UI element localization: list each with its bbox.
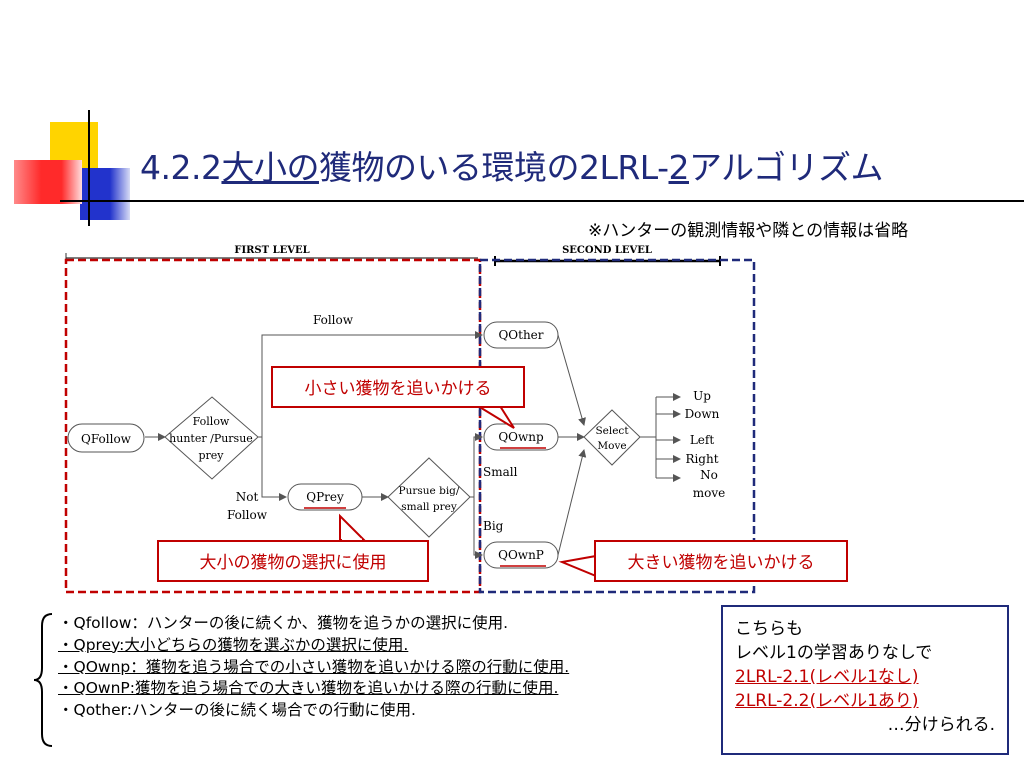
legend-brace	[33, 613, 53, 747]
callout-tail-selection	[339, 513, 367, 541]
select-move-node: Select Move	[583, 409, 641, 466]
edge-label-big: Big	[483, 519, 504, 533]
select-line1: Select	[595, 425, 629, 437]
qownp-label: QOwnp	[498, 430, 544, 444]
qprey-label: QPrey	[306, 490, 344, 504]
qprey-node: QPrey	[287, 483, 363, 511]
move-left: Left	[690, 433, 715, 447]
legend-item-qfollow: ・Qfollow：ハンターの後に続くか、獲物を追うかの選択に使用.	[58, 614, 509, 632]
decision2-line1: Pursue big/	[399, 485, 460, 497]
title-rule	[60, 200, 1024, 202]
legend-item-qprey: ・Qprey:大小どちらの獲物を選ぶかの選択に使用.	[58, 635, 409, 654]
qfollow-node: QFollow	[67, 423, 145, 453]
edge-label-small: Small	[483, 465, 518, 479]
legend-item-qownp-small: ・QOwnp：獲物を追う場合での小さい獲物を追いかける際の行動に使用.	[58, 657, 570, 676]
legend-item-qownp-big: ・QOwnP:獲物を追う場合での大きい獲物を追いかける際の行動に使用.	[58, 679, 559, 698]
move-down: Down	[685, 407, 720, 421]
decision-pursue-node: Pursue big/ small prey	[387, 457, 471, 538]
qownp-big-label: QOwnP	[498, 548, 544, 562]
deco-red-square	[14, 160, 82, 204]
qfollow-label: QFollow	[81, 432, 132, 446]
second-level-header: SECOND LEVEL	[494, 245, 721, 266]
decision1-line3: prey	[198, 449, 224, 462]
link-2lrl-2-2[interactable]: 2LRL-2.2(レベル1あり)	[735, 691, 919, 711]
callout-selection: 大小の獲物の選択に使用	[157, 540, 429, 582]
qother-label: QOther	[498, 328, 543, 342]
box-end: …分けられる.	[887, 715, 995, 735]
page-title: 4.2.2大小の獲物のいる環境の2LRL-2アルゴリズム	[140, 148, 884, 187]
qother-node: QOther	[483, 321, 559, 349]
move-no: No	[700, 468, 718, 482]
deco-vertical-line	[88, 110, 90, 226]
callout-small-prey: 小さい獲物を追いかける	[271, 366, 525, 408]
first-level-label: FIRST LEVEL	[234, 245, 309, 256]
second-level-box	[478, 258, 756, 594]
qownp-big-node: QOwnP	[483, 541, 559, 569]
move-right: Right	[685, 452, 718, 466]
callout-tail-big	[558, 554, 597, 578]
legend-item-qother: ・Qother:ハンターの後に続く場合での行動に使用.	[58, 701, 416, 720]
decision2-line2: small prey	[401, 501, 457, 513]
decision1-line2: hunter /Pursue	[169, 432, 253, 445]
link-2lrl-2-1[interactable]: 2LRL-2.1(レベル1なし)	[735, 667, 919, 687]
move-move: move	[693, 486, 725, 500]
edge-label-not: Not	[236, 490, 259, 504]
move-up: Up	[693, 389, 711, 403]
decision1-line1: Follow	[193, 415, 230, 428]
qownp-small-node: QOwnp	[483, 423, 559, 451]
edge-label-follow: Follow	[313, 313, 354, 327]
omission-note: ※ハンターの観測情報や隣との情報は省略	[588, 221, 909, 241]
variant-info-box: こちらも レベル1の学習ありなしで 2LRL-2.1(レベル1なし) 2LRL-…	[721, 605, 1009, 755]
edge-label-not-follow: Follow	[227, 508, 268, 522]
legend-list: ・Qfollow：ハンターの後に続くか、獲物を追うかの選択に使用. ・Qprey…	[58, 613, 569, 722]
callout-big-prey: 大きい獲物を追いかける	[594, 540, 848, 582]
decision-follow-node: Follow hunter /Pursue prey	[164, 396, 259, 480]
select-line2: Move	[597, 440, 626, 452]
box-line1: こちらも	[735, 619, 803, 639]
box-line2: レベル1の学習ありなしで	[735, 643, 933, 663]
second-level-label: SECOND LEVEL	[562, 245, 652, 256]
